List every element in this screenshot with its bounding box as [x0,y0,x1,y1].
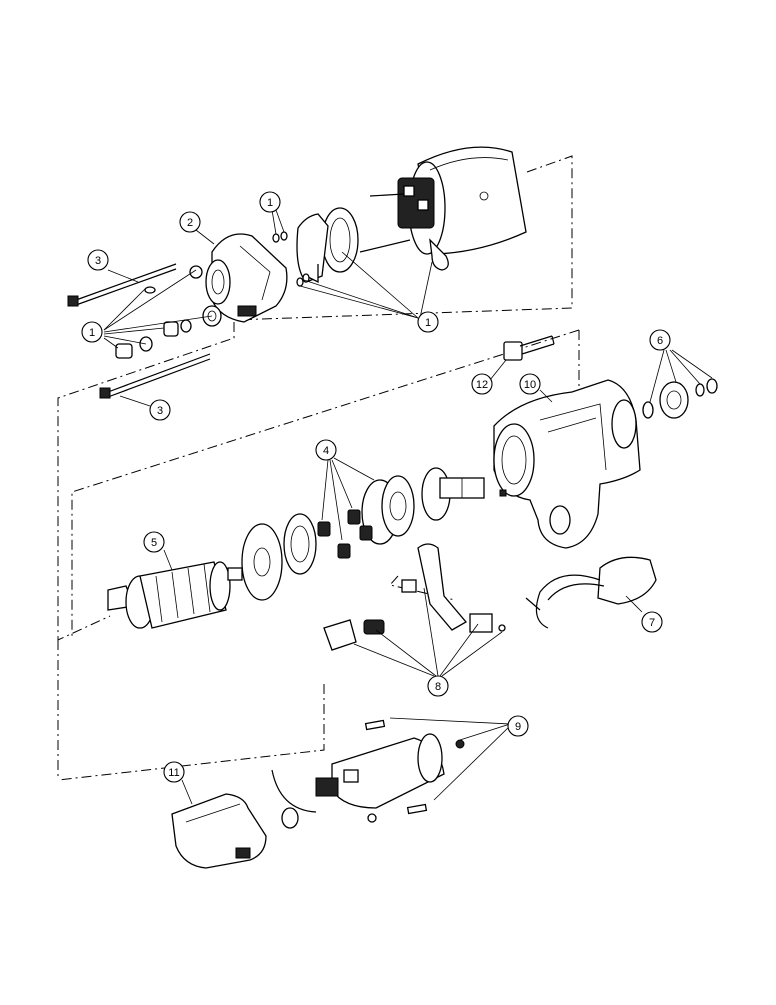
callout-2: 2 [179,211,201,233]
callout-1-right: 1 [417,311,439,333]
solenoid-end-housing [359,146,527,271]
callout-12: 12 [471,373,493,395]
end-cover-gasket [296,207,359,284]
callout-1-left: 1 [81,321,103,343]
callout-label: 1 [425,317,431,329]
callout-8: 8 [427,675,449,697]
callout-label: 3 [157,405,163,417]
armature [107,561,243,629]
ring-gear-and-plate [241,513,317,601]
assembly-guide-lines [57,155,580,781]
clutch-drive-assembly [361,467,485,545]
callout-9: 9 [507,715,529,737]
callout-label: 4 [323,445,329,457]
callout-4: 4 [315,439,337,461]
callout-label: 7 [649,617,655,629]
drive-end-housing [493,379,641,549]
callout-label: 1 [89,327,95,339]
wiring-harness [525,556,657,629]
callout-label: 2 [187,217,193,229]
pinion-gear-set [642,378,718,419]
starter-solenoid [271,719,465,829]
terminal-cover [171,793,267,869]
callout-label: 3 [95,255,101,267]
callout-label: 8 [435,681,441,693]
brush-holder-assembly [323,543,506,651]
leader-lines [103,209,713,805]
callout-label: 12 [476,379,488,391]
callout-11: 11 [163,761,185,783]
callout-label: 10 [524,379,536,391]
commutator-end-frame [205,233,288,323]
callout-5: 5 [143,531,165,553]
callout-3-upper: 3 [87,249,109,271]
callout-7: 7 [641,611,663,633]
through-bolt-upper [67,263,177,307]
callout-label: 11 [168,767,179,779]
callout-label: 5 [151,537,157,549]
callout-label: 6 [657,335,663,347]
callout-1-top: 1 [259,191,281,213]
callout-6: 6 [649,329,671,351]
callout-label: 1 [267,197,273,209]
through-bolt-lower [99,353,211,399]
callout-10: 10 [519,373,541,395]
planet-gears [317,509,373,559]
callout-label: 9 [515,721,521,733]
mounting-bolt [503,335,555,361]
callout-3-lower: 3 [149,399,171,421]
